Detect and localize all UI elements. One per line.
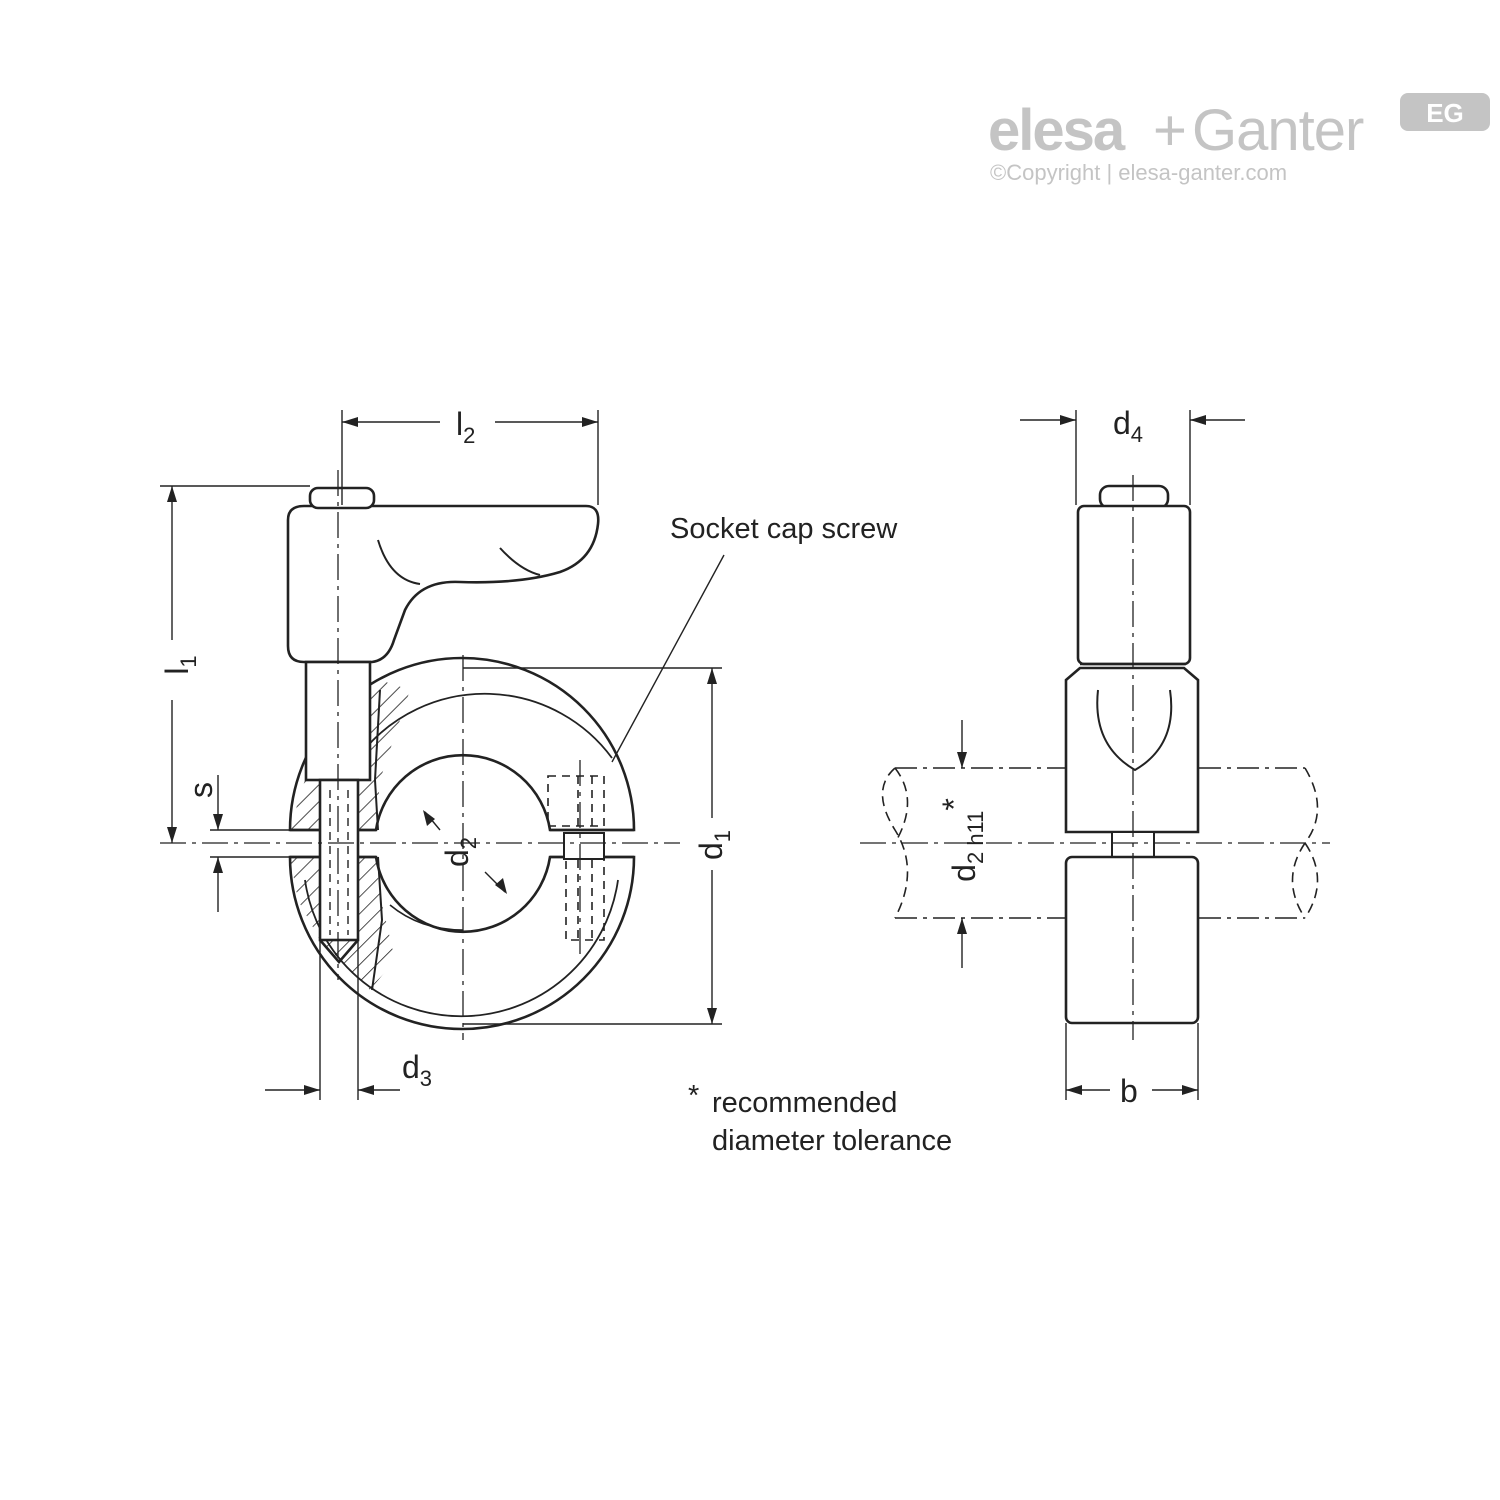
bore-inner-detail	[389, 904, 464, 931]
shaft-break-left	[881, 767, 909, 919]
label-d3: d3	[402, 1049, 432, 1091]
label-d4: d4	[1113, 405, 1143, 447]
side-lever-tongue	[1096, 689, 1173, 772]
front-view	[160, 470, 680, 1040]
dimensions-side	[957, 410, 1245, 1100]
brand-ganter: Ganter	[1192, 98, 1364, 163]
label-b: b	[1120, 1073, 1138, 1109]
footnote-line1: recommended	[712, 1087, 897, 1119]
threaded-stud	[318, 778, 360, 942]
label-s: s	[183, 782, 219, 798]
eg-badge-icon	[1400, 93, 1490, 131]
brand-elesa: elesa	[988, 98, 1126, 163]
label-d2-front: d2	[439, 837, 481, 867]
elesa-ganter-logo: EG elesa + Ganter ©Copyright | elesa-gan…	[988, 93, 1490, 185]
lever-shaft	[304, 660, 372, 782]
section-boundary	[371, 689, 384, 991]
footnote: * recommended diameter tolerance	[688, 1080, 952, 1157]
side-clamp-lower	[1064, 855, 1200, 1025]
lever-handle	[286, 504, 600, 664]
centerlines-side	[860, 475, 1330, 1040]
lever-grip-curve	[377, 539, 541, 585]
dimensions-front	[160, 410, 725, 1100]
stud-tip	[319, 939, 359, 964]
label-d1: d1	[693, 830, 735, 860]
brand-plus: +	[1153, 98, 1186, 163]
footnote-line2: diameter tolerance	[712, 1125, 952, 1157]
side-clamp-upper	[1064, 666, 1200, 834]
eg-badge-text: EG	[1426, 98, 1464, 128]
copyright-text: ©Copyright | elesa-ganter.com	[990, 160, 1287, 185]
callout-socket-cap-screw: Socket cap screw	[670, 513, 898, 545]
side-lever-body	[1076, 504, 1192, 666]
dimension-labels: l2 l1 s d2 d1 d3 d4 d2 h11* b	[159, 405, 1143, 1109]
centerlines-front	[160, 470, 680, 1040]
side-view	[860, 475, 1330, 1040]
footnote-star: *	[688, 1080, 699, 1112]
label-d2-side: d2 h11*	[936, 798, 988, 882]
label-l2: l2	[456, 406, 475, 448]
label-l1: l1	[159, 655, 201, 674]
socket-cap-screw-head	[563, 832, 605, 860]
